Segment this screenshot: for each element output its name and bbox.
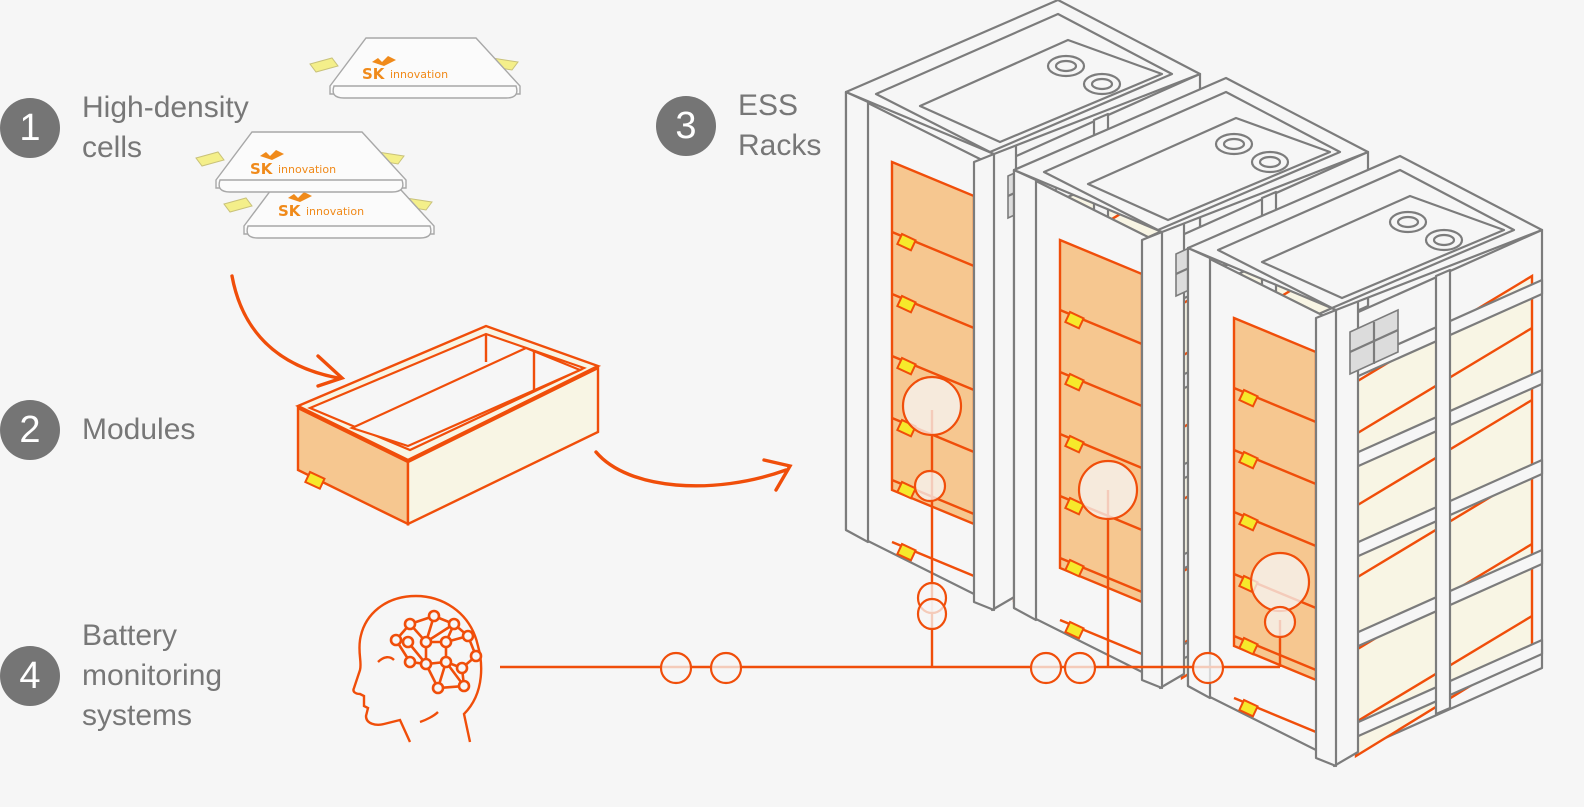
sensor-node-large [901,375,963,437]
module-terminal [896,294,917,314]
module-terminal [896,232,917,252]
sensor-node-small [1263,605,1297,639]
ai-brain-head-icon [352,594,483,743]
module-terminal [1064,372,1085,392]
module-terminal [1064,434,1085,454]
ess-racks [844,0,1544,768]
network-node [1063,651,1097,685]
module-terminal [1064,310,1085,330]
network-node [1191,651,1225,685]
step-2: 2 Modules [0,400,195,460]
module-terminal [1238,450,1259,470]
step-2-badge: 2 [0,400,60,460]
network-node [709,651,743,685]
step-2-label: Modules [82,413,196,446]
cell-brand-logo: SK [278,202,302,220]
module-terminal [896,480,917,500]
step-1-label: High-density cells [82,91,249,164]
step-3-badge: 3 [656,96,716,156]
sensor-node-large [1077,459,1139,521]
battery-module [295,324,602,526]
sensor-node-large [1249,551,1311,613]
ess-rack [1186,154,1544,768]
step-4: 4 Battery monitoring systems [0,616,222,736]
battery-cell-middle: SK innovation [195,131,407,193]
module-terminal [1064,558,1085,578]
cell-brand-suffix: innovation [306,205,364,218]
module-terminal [1238,698,1259,718]
cell-brand-suffix: innovation [390,68,448,81]
module-terminal [1064,620,1085,640]
network-node [659,651,693,685]
module-terminal [1064,496,1085,516]
arrow-module-to-racks [594,450,793,492]
network-node [1029,651,1063,685]
module-terminal [1238,388,1259,408]
module-terminal [1238,512,1259,532]
arrow-cells-to-module [230,274,346,388]
step-4-label: Battery monitoring systems [82,619,223,732]
network-node [916,597,948,631]
sensor-node-small [913,469,947,503]
module-terminal [896,356,917,376]
cell-brand-logo: SK [362,65,386,83]
cell-brand-logo: SK [250,160,274,178]
step-3-label: ESS Racks [738,89,822,162]
step-4-badge: 4 [0,646,60,706]
module-terminal [896,542,917,562]
module-terminal [1238,636,1259,656]
monitoring-network [500,375,1311,685]
step-1: 1 High-density cells [0,88,249,168]
step-3: 3 ESS Racks [656,86,821,166]
battery-cell-top: SK innovation [309,37,521,99]
step-1-badge: 1 [0,98,60,158]
cell-brand-suffix: innovation [278,163,336,176]
